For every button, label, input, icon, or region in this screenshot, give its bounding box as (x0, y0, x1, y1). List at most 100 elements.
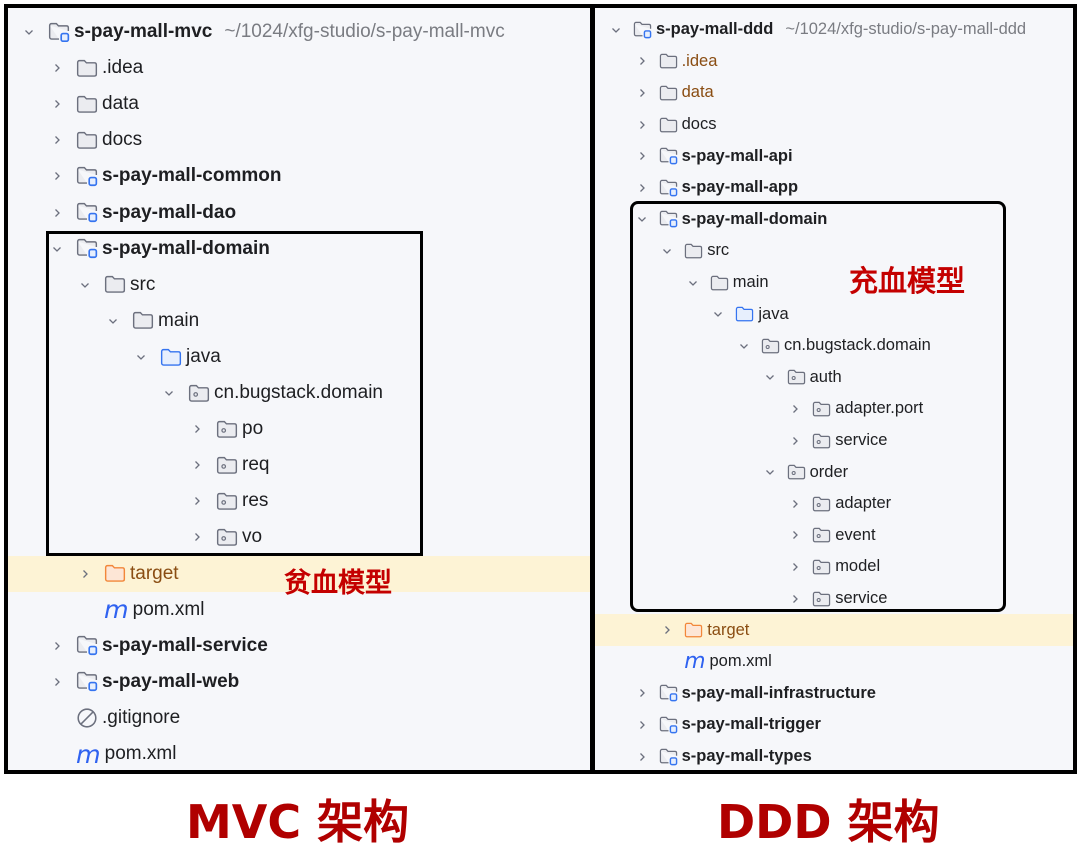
tree-row-idea[interactable]: .idea (595, 46, 1073, 78)
tree-item-label: order (809, 462, 849, 481)
tree-spacer (50, 747, 64, 761)
chevron-down-icon[interactable] (686, 276, 700, 290)
tree-row-event[interactable]: event (595, 520, 1073, 552)
chevron-right-icon[interactable] (50, 206, 64, 220)
chevron-right-icon[interactable] (50, 97, 64, 111)
chevron-right-icon[interactable] (50, 61, 64, 75)
tree-row-adapter[interactable]: adapter (595, 488, 1073, 520)
chevron-right-icon[interactable] (50, 675, 64, 689)
module-folder-icon (76, 635, 98, 656)
chevron-right-icon[interactable] (788, 560, 802, 574)
chevron-right-icon[interactable] (78, 567, 92, 581)
chevron-down-icon[interactable] (763, 465, 777, 479)
chevron-right-icon[interactable] (50, 169, 64, 183)
chevron-right-icon[interactable] (635, 750, 649, 764)
chevron-down-icon[interactable] (134, 350, 148, 364)
chevron-down-icon[interactable] (711, 307, 725, 321)
tree-row-model[interactable]: model (595, 551, 1073, 583)
chevron-right-icon[interactable] (635, 718, 649, 732)
tree-item-label: src (130, 273, 156, 295)
tree-item-label: model (835, 557, 881, 576)
tree-row-s-pay-mall-service[interactable]: s-pay-mall-service (8, 628, 590, 664)
tree-row-s-pay-mall-app[interactable]: s-pay-mall-app (595, 172, 1073, 204)
module-folder-icon (659, 210, 678, 228)
tree-row-cn-bugstack-domain[interactable]: cn.bugstack.domain (8, 375, 590, 411)
chevron-right-icon[interactable] (788, 592, 802, 606)
chevron-right-icon[interactable] (635, 686, 649, 700)
maven-icon: m (104, 595, 129, 625)
chevron-right-icon[interactable] (190, 530, 204, 544)
tree-row-main[interactable]: main (8, 303, 590, 339)
chevron-right-icon[interactable] (635, 149, 649, 163)
chevron-right-icon[interactable] (788, 402, 802, 416)
chevron-down-icon[interactable] (763, 370, 777, 384)
package-icon (812, 527, 831, 543)
tree-spacer (660, 655, 674, 669)
package-icon (216, 456, 238, 475)
tree-row-data[interactable]: data (8, 86, 590, 122)
tree-row-cn-bugstack-domain[interactable]: cn.bugstack.domain (595, 330, 1073, 362)
chevron-right-icon[interactable] (50, 639, 64, 653)
tree-row-main[interactable]: main (595, 267, 1073, 299)
chevron-down-icon[interactable] (162, 386, 176, 400)
tree-row-adapter-port[interactable]: adapter.port (595, 393, 1073, 425)
chevron-down-icon[interactable] (635, 212, 649, 226)
tree-row-s-pay-mall-domain[interactable]: s-pay-mall-domain (595, 204, 1073, 236)
module-folder-icon (659, 147, 678, 165)
package-icon (812, 591, 831, 607)
tree-row-s-pay-mall-infrastructure[interactable]: s-pay-mall-infrastructure (595, 678, 1073, 710)
tree-row-po[interactable]: po (8, 411, 590, 447)
tree-item-label: main (732, 273, 769, 292)
tree-row-gitignore[interactable]: .gitignore (8, 700, 590, 736)
tree-row-docs[interactable]: docs (595, 109, 1073, 141)
chevron-down-icon[interactable] (78, 278, 92, 292)
chevron-right-icon[interactable] (190, 494, 204, 508)
tree-row-auth[interactable]: auth (595, 362, 1073, 394)
chevron-down-icon[interactable] (22, 25, 36, 39)
tree-row-s-pay-mall-api[interactable]: s-pay-mall-api (595, 140, 1073, 172)
chevron-right-icon[interactable] (635, 86, 649, 100)
tree-row-s-pay-mall-web[interactable]: s-pay-mall-web (8, 664, 590, 700)
tree-row-docs[interactable]: docs (8, 122, 590, 158)
tree-row-java[interactable]: java (595, 298, 1073, 330)
chevron-down-icon[interactable] (660, 244, 674, 258)
tree-row-req[interactable]: req (8, 447, 590, 483)
tree-row-s-pay-mall-domain[interactable]: s-pay-mall-domain (8, 231, 590, 267)
tree-row-s-pay-mall-types[interactable]: s-pay-mall-types (595, 741, 1073, 770)
tree-row-s-pay-mall-trigger[interactable]: s-pay-mall-trigger (595, 709, 1073, 741)
chevron-right-icon[interactable] (635, 181, 649, 195)
chevron-right-icon[interactable] (660, 623, 674, 637)
chevron-down-icon[interactable] (50, 242, 64, 256)
tree-row-service[interactable]: service (595, 583, 1073, 615)
chevron-right-icon[interactable] (788, 434, 802, 448)
tree-row-s-pay-mall-dao[interactable]: s-pay-mall-dao (8, 195, 590, 231)
chevron-down-icon[interactable] (609, 23, 623, 37)
chevron-right-icon[interactable] (190, 422, 204, 436)
chevron-right-icon[interactable] (190, 458, 204, 472)
tree-row-s-pay-mall-mvc[interactable]: s-pay-mall-mvc~/1024/xfg-studio/s-pay-ma… (8, 14, 590, 50)
tree-row-s-pay-mall-common[interactable]: s-pay-mall-common (8, 158, 590, 194)
chevron-right-icon[interactable] (635, 54, 649, 68)
tree-row-idea[interactable]: .idea (8, 50, 590, 86)
tree-row-vo[interactable]: vo (8, 519, 590, 555)
tree-row-data[interactable]: data (595, 77, 1073, 109)
tree-row-s-pay-mall-ddd[interactable]: s-pay-mall-ddd~/1024/xfg-studio/s-pay-ma… (595, 14, 1073, 46)
tree-row-target[interactable]: target (8, 555, 590, 592)
chevron-right-icon[interactable] (50, 133, 64, 147)
chevron-right-icon[interactable] (788, 528, 802, 542)
chevron-down-icon[interactable] (106, 314, 120, 328)
tree-row-src[interactable]: src (595, 235, 1073, 267)
tree-row-java[interactable]: java (8, 339, 590, 375)
tree-row-service[interactable]: service (595, 425, 1073, 457)
source-folder-icon (735, 306, 754, 322)
tree-row-target[interactable]: target (595, 614, 1073, 646)
tree-row-src[interactable]: src (8, 267, 590, 303)
chevron-down-icon[interactable] (737, 339, 751, 353)
chevron-right-icon[interactable] (635, 118, 649, 132)
tree-row-order[interactable]: order (595, 456, 1073, 488)
tree-row-res[interactable]: res (8, 483, 590, 519)
chevron-right-icon[interactable] (788, 497, 802, 511)
